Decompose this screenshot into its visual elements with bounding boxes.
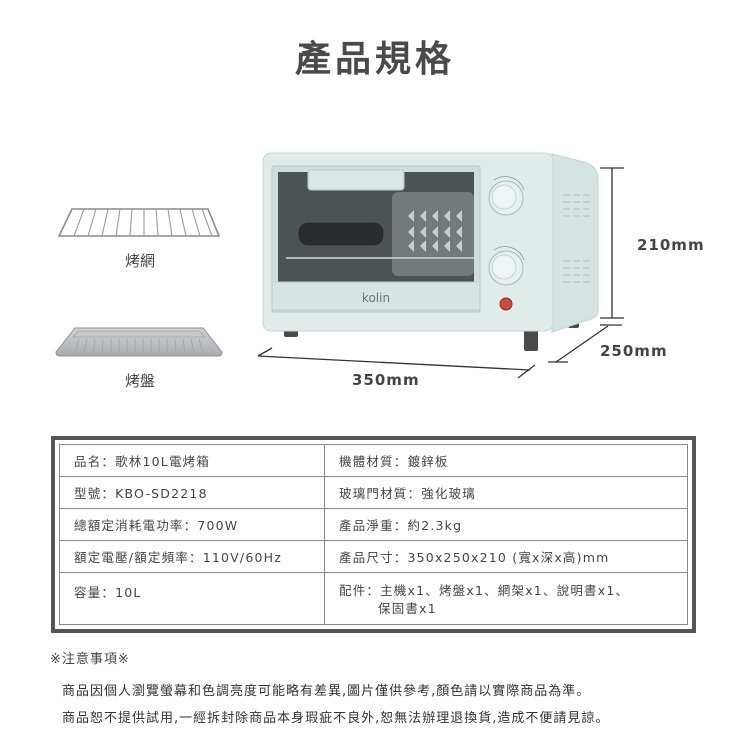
- wire-rack-label: 烤網: [124, 252, 155, 270]
- spec-voltage-frequency: 額定電壓/額定頻率：110V/60Hz: [60, 541, 325, 573]
- spec-body-material: 機體材質：鍍鋅板: [325, 445, 687, 477]
- spec-capacity: 容量：10L: [60, 573, 325, 624]
- notes-title: ※注意事項※: [50, 652, 130, 667]
- spec-door-material: 玻璃門材質：強化玻璃: [325, 477, 687, 509]
- spec-dimensions: 產品尺寸：350x250x210 (寬x深x高)mm: [325, 541, 687, 573]
- brand-logo: kolin: [362, 291, 390, 305]
- spec-model: 型號：KBO-SD2218: [60, 477, 325, 509]
- wire-rack-icon: [58, 208, 220, 237]
- width-dimension: 350mm: [352, 371, 420, 389]
- page-title: 產品規格: [294, 39, 455, 80]
- note-line-2: 商品恕不提供試用,一經拆封除商品本身瑕疵不良外,恕無法辦理退換貨,造成不便請見諒…: [62, 711, 610, 726]
- spec-accessories-line2: 保固書x1: [378, 601, 437, 616]
- spec-accessories-line1: 配件：主機x1、烤盤x1、網架x1、說明書x1、: [339, 583, 630, 598]
- note-line-1: 商品因個人瀏覽螢幕和色調亮度可能略有差異,圖片僅供參考,顏色請以實際商品為準。: [62, 684, 591, 699]
- baking-tray-icon: [55, 327, 223, 357]
- height-dimension: 210mm: [637, 236, 705, 254]
- depth-dimension: 250mm: [600, 342, 668, 360]
- baking-tray-label: 烤盤: [124, 372, 155, 390]
- toaster-oven-image: kolin: [262, 152, 599, 351]
- spec-accessories: 配件：主機x1、烤盤x1、網架x1、說明書x1、 保固書x1: [325, 573, 687, 624]
- spec-power: 總額定消耗電功率：700W: [60, 509, 325, 541]
- spec-table: 品名：歌林10L電烤箱 機體材質：鍍鋅板 型號：KBO-SD2218 玻璃門材質…: [51, 436, 696, 633]
- spec-net-weight: 產品淨重：約2.3kg: [325, 509, 687, 541]
- spec-product-name: 品名：歌林10L電烤箱: [60, 445, 325, 477]
